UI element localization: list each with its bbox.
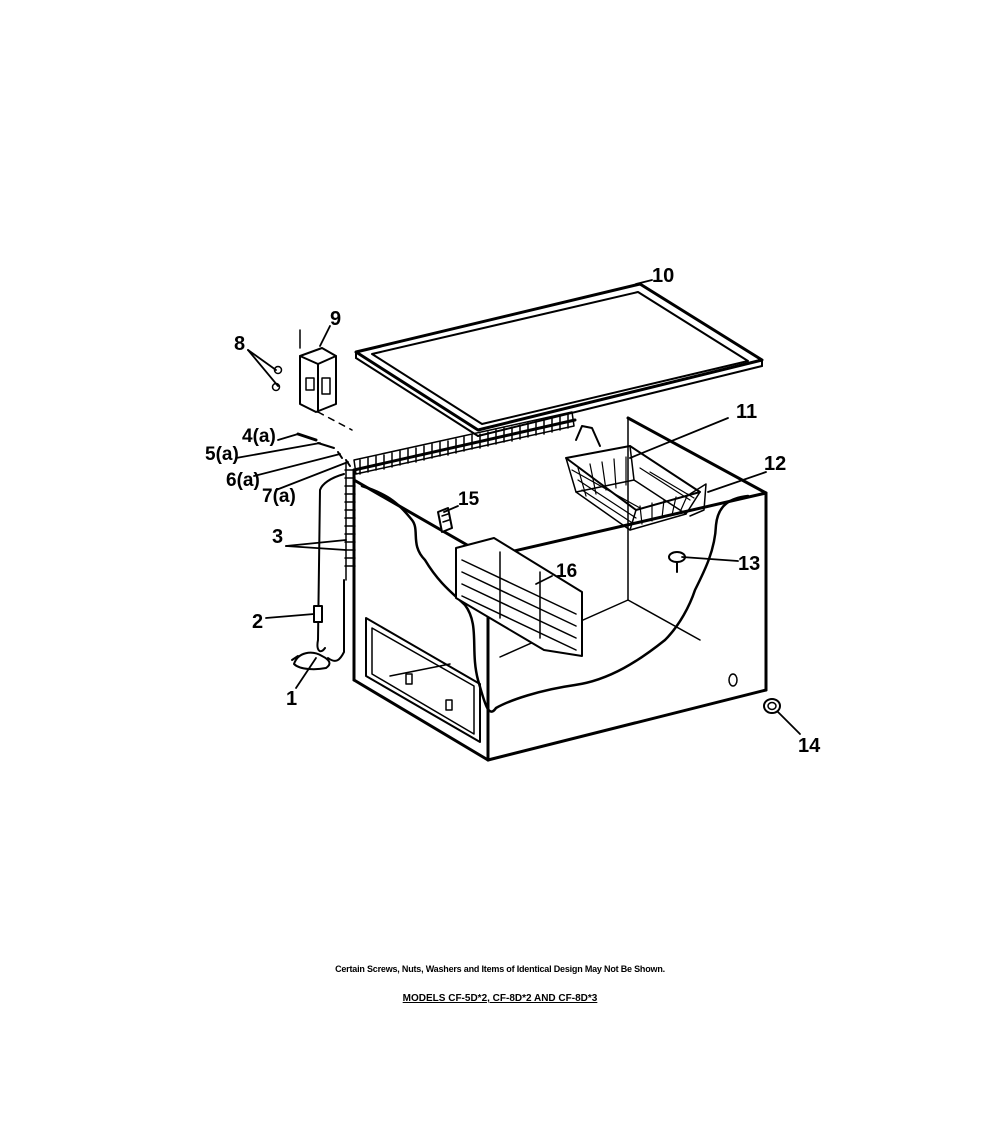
callout-labels: 1 2 3 4(a) 5(a) 6(a) 7(a) 8 9 10 11 12 1… — [205, 265, 821, 757]
switch-15 — [437, 507, 453, 533]
callout-10: 10 — [652, 265, 674, 287]
control-bracket — [271, 329, 353, 431]
callout-12: 12 — [764, 453, 786, 475]
callout-1: 1 — [286, 688, 297, 710]
condenser-coil — [344, 411, 575, 581]
callout-16: 16 — [556, 561, 577, 582]
models-caption: MODELS CF-5D*2, CF-8D*2 AND CF-8D*3 — [402, 993, 598, 1004]
callout-5a: 5(a) — [205, 444, 239, 465]
callout-3: 3 — [272, 526, 283, 548]
mounting-hardware — [296, 432, 351, 467]
callout-7a: 7(a) — [262, 486, 296, 507]
callout-15: 15 — [458, 489, 480, 510]
callout-11: 11 — [736, 401, 757, 423]
leader-lines — [235, 279, 801, 735]
callout-6a: 6(a) — [226, 470, 260, 491]
power-cord — [291, 473, 345, 671]
drain-plug-14 — [763, 698, 781, 714]
callout-14: 14 — [798, 735, 821, 757]
callout-2: 2 — [252, 611, 263, 633]
freezer-lid — [354, 282, 764, 437]
wire-basket — [565, 425, 707, 531]
callout-8: 8 — [234, 333, 245, 355]
footnote-text: Certain Screws, Nuts, Washers and Items … — [335, 964, 665, 974]
evaporator-guard — [455, 537, 583, 657]
callout-4a: 4(a) — [242, 426, 276, 447]
knob-13 — [668, 551, 686, 573]
callout-9: 9 — [330, 308, 341, 330]
callout-13: 13 — [738, 553, 760, 575]
